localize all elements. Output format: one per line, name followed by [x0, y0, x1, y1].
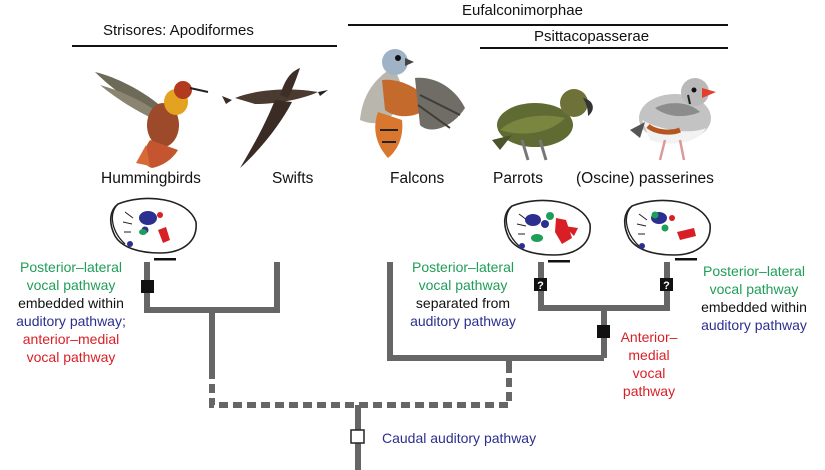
taxon-passerines: (Oscine) passerines	[576, 170, 714, 187]
clade-strisores-label: Strisores: Apodiformes	[103, 22, 254, 39]
posterior-lateral-gain-marker-strisores	[141, 280, 154, 293]
taxon-swifts: Swifts	[272, 170, 314, 187]
hummingbird-brain-diagram	[109, 197, 197, 261]
parrot-note-line4: auditory pathway	[410, 313, 516, 329]
hummingbird-illustration	[95, 72, 209, 168]
anterior-note-line1: Anterior–	[620, 329, 678, 345]
parrot-pathway-note: Posterior–lateral vocal pathway separate…	[396, 258, 530, 330]
parrot-unknown-symbol: ?	[537, 280, 544, 292]
taxon-hummingbirds: Hummingbirds	[101, 170, 201, 187]
parrot-note-line1: Posterior–lateral	[412, 259, 514, 275]
passerine-unknown-symbol: ?	[663, 280, 670, 292]
basal-dashed-branch	[209, 370, 512, 408]
passerine-unknown-marker	[660, 278, 673, 291]
strisores-note-line2: vocal pathway	[26, 277, 116, 293]
passerine-note-line4: auditory pathway	[701, 317, 807, 333]
strisores-note-line5: anterior–medial	[22, 331, 120, 347]
psittacopasserae-clade-branch	[538, 262, 670, 311]
strisores-note-line6: vocal pathway	[26, 349, 116, 365]
clade-eufalconimorphae-bar	[348, 24, 728, 26]
clade-strisores-bar	[72, 45, 337, 47]
anterior-note-line3: vocal	[632, 365, 666, 381]
strisores-note-line1: Posterior–lateral	[20, 259, 122, 275]
anterior-note-line2: medial	[628, 347, 670, 363]
passerine-note-line3: embedded within	[701, 299, 807, 315]
strisores-note-line4: auditory pathway;	[16, 313, 126, 329]
parrot-note-line3: separated from	[415, 295, 511, 311]
swift-illustration	[222, 68, 328, 168]
passerine-brain-diagram	[623, 199, 711, 261]
apodiformes-clade-branch	[144, 262, 280, 313]
passerine-note-line1: Posterior–lateral	[703, 263, 805, 279]
taxon-falcons: Falcons	[390, 170, 445, 187]
taxon-parrots: Parrots	[493, 170, 543, 187]
anterior-medial-note: Anterior– medial vocal pathway	[612, 328, 686, 400]
parrot-unknown-marker	[534, 278, 547, 291]
parrot-brain-diagram	[503, 199, 591, 263]
passerine-illustration	[630, 78, 716, 161]
falcon-branch	[387, 262, 604, 361]
clade-psittacopasserae-label: Psittacopasserae	[534, 28, 650, 45]
clade-psittacopasserae-bar	[480, 47, 728, 49]
anterior-note-line4: pathway	[622, 383, 676, 399]
clade-eufalconimorphae-label: Eufalconimorphae	[462, 2, 583, 19]
parrot-note-line2: vocal pathway	[418, 277, 508, 293]
passerine-note-line2: vocal pathway	[709, 281, 799, 297]
strisores-pathway-note: Posterior–lateral vocal pathway embedded…	[2, 258, 140, 366]
caudal-auditory-marker	[350, 429, 365, 444]
parrot-illustration	[492, 89, 593, 161]
falcon-illustration	[360, 49, 465, 158]
passerine-pathway-note: Posterior–lateral vocal pathway embedded…	[686, 262, 822, 334]
anterior-medial-gain-marker	[597, 325, 610, 338]
strisores-note-line3: embedded within	[18, 295, 124, 311]
caudal-auditory-label: Caudal auditory pathway	[382, 430, 537, 446]
